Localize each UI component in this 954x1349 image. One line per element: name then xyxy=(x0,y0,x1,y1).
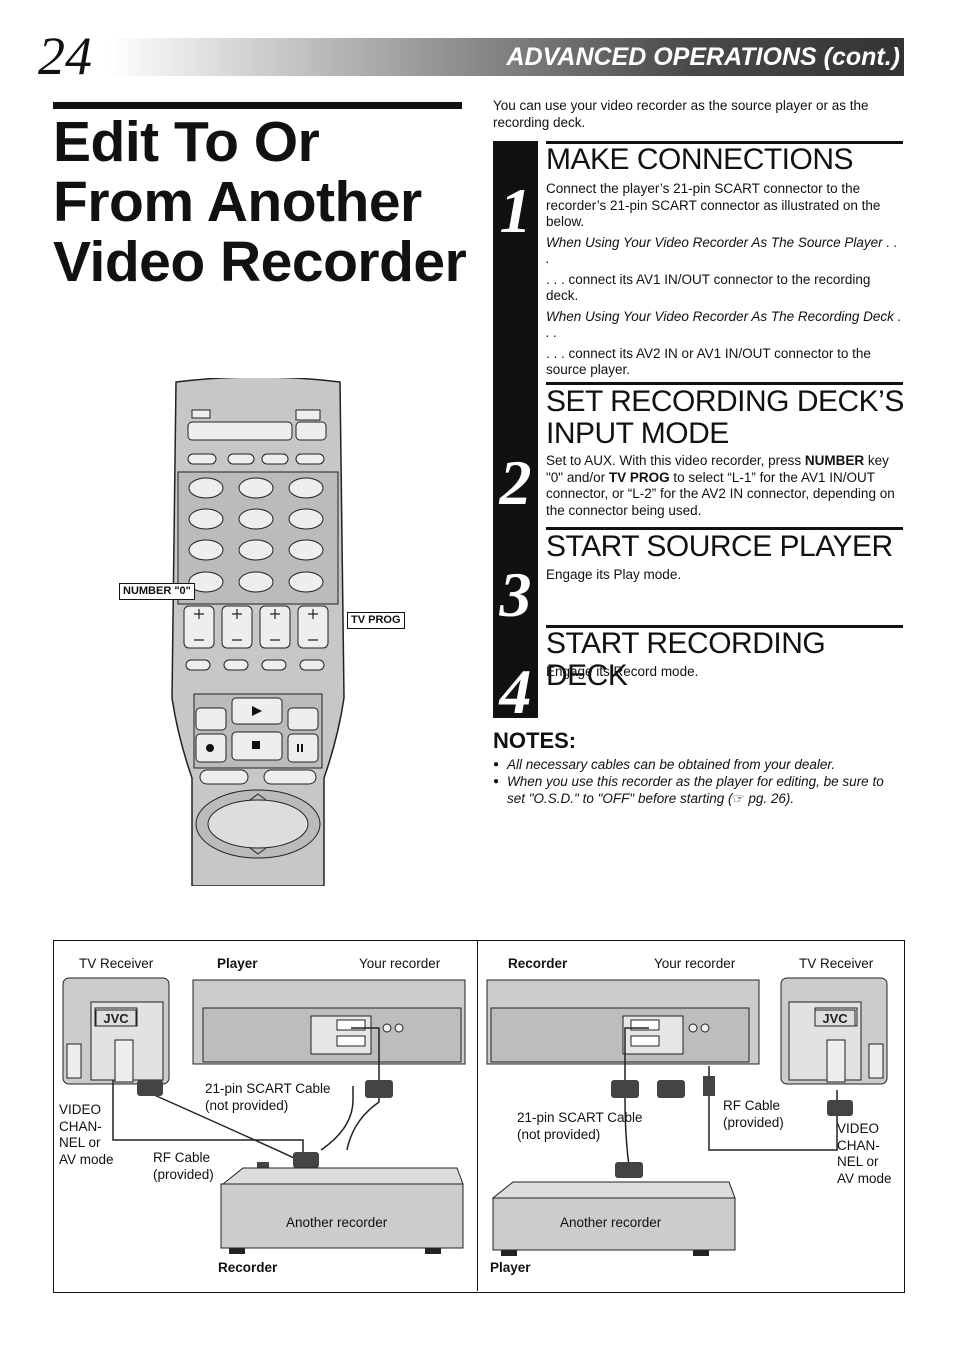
page-title: Edit To Or From Another Video Recorder xyxy=(53,110,467,294)
step-2-text-c: to select “L-1” for the AV1 IN/OUT conne… xyxy=(546,469,895,518)
right-player-label: Player xyxy=(490,1260,531,1275)
step-2-rule xyxy=(546,382,903,385)
right-another-recorder-label: Another recorder xyxy=(560,1215,662,1230)
step-2-body: Set to AUX. With this video recorder, pr… xyxy=(546,453,904,523)
step-3-rule xyxy=(546,527,903,530)
step-1-sub2-text: . . . connect its AV2 IN or AV1 IN/OUT c… xyxy=(546,345,871,378)
callout-tv-prog: TV PROG xyxy=(347,612,405,629)
right-your-recorder-label: Your recorder xyxy=(654,956,736,971)
step-2-heading: SET RECORDING DECK’S INPUT MODE xyxy=(546,385,904,450)
left-scart-cable-label: 21-pin SCART Cable (not provided) xyxy=(205,1081,331,1113)
section-title: ADVANCED OPERATIONS (cont.) xyxy=(506,43,900,71)
step-2-bold-number: NUMBER xyxy=(804,453,865,468)
notes-list: All necessary cables can be obtained fro… xyxy=(493,756,903,807)
left-tv-receiver-label: TV Receiver xyxy=(79,956,154,971)
step-1-sub2-title: When Using Your Video Recorder As The Re… xyxy=(546,308,902,341)
step-3-heading: START SOURCE PLAYER xyxy=(546,530,893,563)
step-2-bold-tvprog: TV PROG xyxy=(608,469,670,485)
intro-text: You can use your video recorder as the s… xyxy=(493,98,869,130)
step-band xyxy=(493,141,538,718)
step-1-text: Connect the player’s 21-pin SCART connec… xyxy=(546,181,881,229)
right-recorder-label: Recorder xyxy=(508,956,568,971)
connection-diagram-frame xyxy=(53,940,905,1293)
left-another-recorder-label: Another recorder xyxy=(286,1215,388,1230)
right-tv-receiver-label: TV Receiver xyxy=(799,956,874,971)
note-item: All necessary cables can be obtained fro… xyxy=(493,756,903,773)
remote-control-illustration xyxy=(171,378,345,886)
header-band xyxy=(40,38,904,76)
step-4-body: Engage its Record mode. xyxy=(546,664,699,679)
step-2-number: 2 xyxy=(499,447,532,518)
step-4-heading: START RECORDING DECK xyxy=(546,627,826,692)
page-number: 24 xyxy=(38,26,92,86)
right-scart-cable-label: 21-pin SCART Cable (not provided) xyxy=(517,1110,643,1142)
left-recorder-label: Recorder xyxy=(218,1260,278,1275)
left-video-channel-label: VIDEO CHAN- NEL or AV mode xyxy=(59,1102,114,1167)
step-4-number: 4 xyxy=(499,656,532,727)
step-1-sub1-title: When Using Your Video Recorder As The So… xyxy=(546,234,898,267)
title-rule xyxy=(53,102,462,109)
step-1-rule xyxy=(546,141,903,144)
step-2-text-b: key "0" and/or xyxy=(546,453,889,485)
jvc-logo-right: JVC xyxy=(822,1011,848,1026)
connection-diagram-illustration: JVC JVC xyxy=(62,977,888,1256)
note-item: When you use this recorder as the player… xyxy=(493,773,903,807)
step-3-number: 3 xyxy=(499,559,532,630)
notes-heading: NOTES: xyxy=(493,728,577,753)
left-rf-cable-label: RF Cable (provided) xyxy=(153,1150,214,1182)
step-1-number: 1 xyxy=(499,175,532,246)
step-3-body: Engage its Play mode. xyxy=(546,567,682,582)
step-1-sub1-text: . . . connect its AV1 IN/OUT connector t… xyxy=(546,271,871,304)
step-2-text-a: Set to AUX. With this video recorder, pr… xyxy=(546,453,805,468)
left-player-label: Player xyxy=(217,956,258,971)
left-your-recorder-label: Your recorder xyxy=(359,956,441,971)
callout-number-0: NUMBER "0" xyxy=(119,583,195,600)
step-1-heading: MAKE CONNECTIONS xyxy=(546,143,854,176)
right-video-channel-label: VIDEO CHAN- NEL or AV mode xyxy=(837,1121,892,1186)
jvc-logo-left: JVC xyxy=(103,1011,129,1026)
right-rf-cable-label: RF Cable (provided) xyxy=(723,1098,784,1130)
step-1-body: Connect the player’s 21-pin SCART connec… xyxy=(546,181,904,383)
step-4-rule xyxy=(546,625,903,628)
diagram-divider xyxy=(477,940,478,1291)
